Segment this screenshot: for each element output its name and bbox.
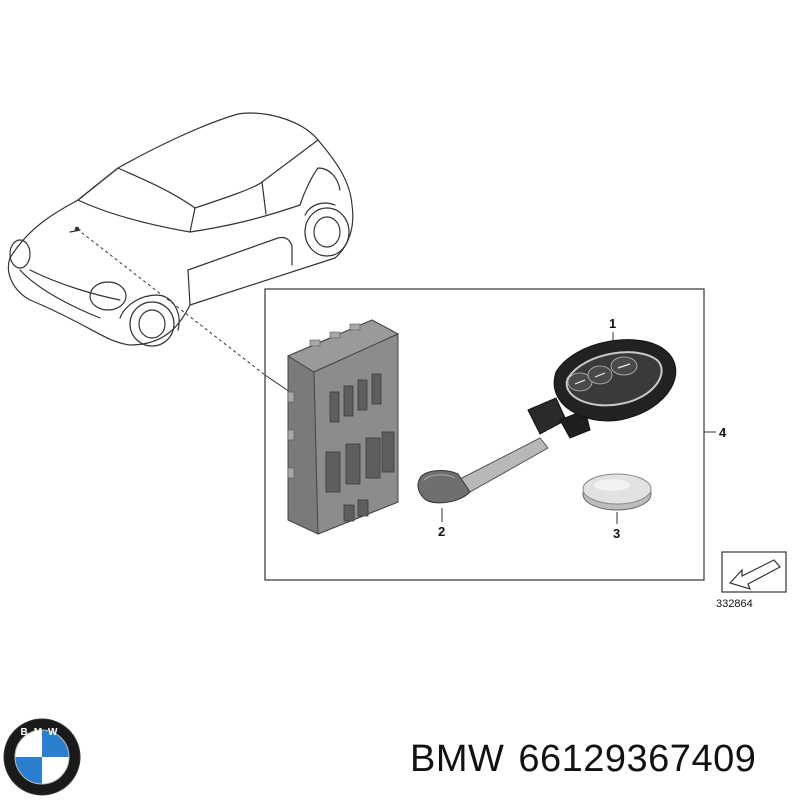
location-leader xyxy=(74,226,291,393)
set-frame xyxy=(264,288,705,581)
control-module-illustration xyxy=(286,319,400,535)
callout-label-3: 3 xyxy=(613,526,621,541)
callout-label-2: 2 xyxy=(438,524,446,539)
callout-label-4: 4 xyxy=(719,425,727,440)
brand-name: BMW xyxy=(410,738,505,780)
reference-arrow-box xyxy=(721,551,787,593)
battery-illustration xyxy=(582,473,652,511)
bmw-logo: BMW xyxy=(3,718,81,796)
reference-number: 332864 xyxy=(716,598,753,610)
part-caption: BMW 66129367409 xyxy=(410,738,756,781)
emergency-key-illustration xyxy=(417,437,549,504)
key-fob-illustration xyxy=(527,339,677,439)
callout-label-1: 1 xyxy=(609,316,617,331)
part-number: 66129367409 xyxy=(518,738,757,780)
logo-text: BMW xyxy=(21,727,64,738)
car-outline-illustration xyxy=(7,112,354,347)
